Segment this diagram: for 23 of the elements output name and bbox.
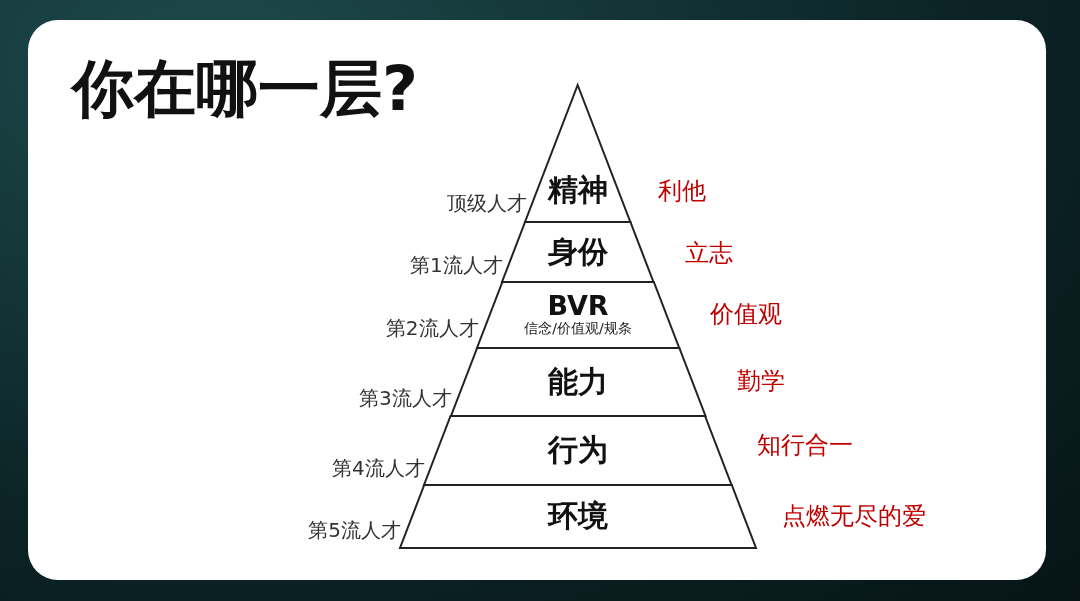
layer-name: 身份 [547, 235, 609, 268]
layer-name: 能力 [547, 365, 609, 398]
layer-name: 行为 [546, 433, 609, 466]
pyramid-layer [502, 222, 654, 282]
talent-level-label: 第3流人才 [358, 385, 452, 412]
quality-label: 勤学 [737, 366, 785, 397]
layer-name: 环境 [546, 499, 609, 532]
talent-level-label: 第4流人才 [332, 455, 425, 482]
quality-label: 知行合一 [757, 430, 853, 461]
quality-label: 利他 [658, 176, 706, 207]
talent-level-label: 第1流人才 [410, 252, 503, 279]
talent-level-label: 第2流人才 [385, 315, 479, 342]
layer-name: BVR [546, 291, 610, 321]
quality-label: 价值观 [710, 299, 782, 330]
title: 你在哪一层? [72, 52, 418, 127]
talent-level-label: 顶级人才 [446, 190, 527, 217]
pyramid-top-triangle [525, 85, 631, 222]
pyramid-layer [400, 485, 756, 548]
talent-level-label: 第5流人才 [308, 517, 401, 544]
quality-label: 立志 [685, 238, 733, 269]
quality-label: 点燃无尽的爱 [782, 501, 926, 532]
layer-subtitle: 信念/价值观/规条 [523, 320, 633, 337]
layer-name: 精神 [546, 173, 609, 206]
